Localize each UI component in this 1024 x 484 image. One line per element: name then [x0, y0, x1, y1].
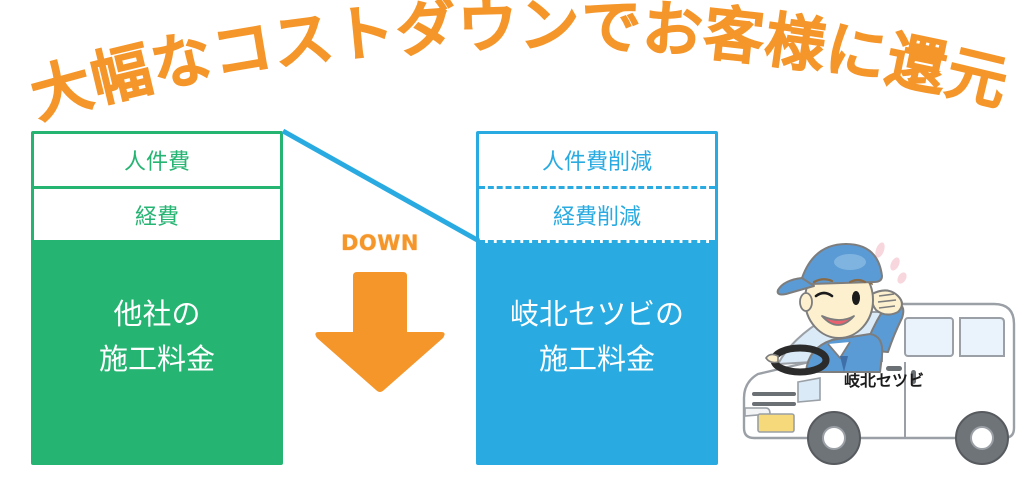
company-van-illustration: 岐北セツビ: [742, 242, 1016, 465]
headline-textpath: 大幅なコストダウンでお客様に還元: [23, 0, 1014, 130]
our-company-block: 人件費削減 経費削減 岐北セツビの 施工料金: [476, 131, 718, 465]
our-company-body-line-1: 岐北セツビの: [509, 299, 684, 331]
other-company-block: 人件費 経費 他社の 施工料金: [31, 131, 283, 465]
other-company-body-line-1: 他社の: [113, 299, 201, 331]
cost-label: 経費: [134, 203, 179, 229]
other-company-cost-expenses: 経費: [34, 189, 280, 243]
down-arrow-icon: [315, 272, 445, 392]
headline-text: 大幅なコストダウンでお客様に還元: [23, 0, 1014, 130]
van-wheels: [807, 411, 1009, 465]
license-plate: [757, 413, 795, 433]
cost-label: 人件費削減: [541, 149, 652, 174]
our-company-body-line-2: 施工料金: [538, 343, 655, 376]
driver-figure: [776, 243, 905, 373]
cost-label: 人件費: [123, 149, 190, 174]
van-company-name: 岐北セツビ: [844, 371, 924, 390]
steering-wheel: [765, 344, 830, 376]
other-company-cost-personnel: 人件費: [34, 134, 280, 189]
other-company-body: 他社の 施工料金: [34, 243, 280, 383]
other-company-body-line-2: 施工料金: [98, 343, 215, 376]
our-company-body: 岐北セツビの 施工料金: [479, 243, 715, 383]
down-label: DOWN: [340, 231, 420, 255]
cost-label: 経費削減: [552, 203, 641, 229]
our-company-cost-expenses-reduction: 経費削減: [479, 189, 715, 243]
headline-banner: 大幅なコストダウンでお客様に還元: [0, 0, 1024, 130]
sparkle-icons: [875, 242, 907, 284]
our-company-cost-personnel-reduction: 人件費削減: [479, 134, 715, 189]
